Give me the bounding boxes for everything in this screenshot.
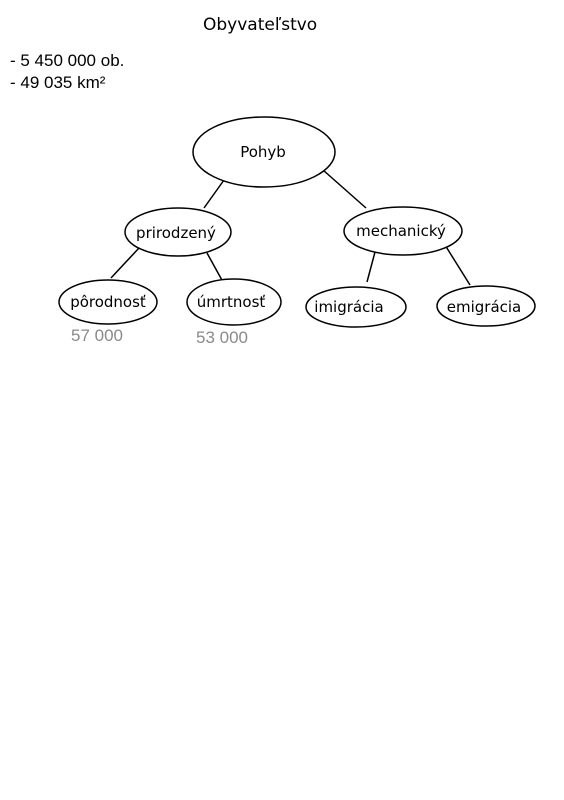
birth-rate-node bbox=[58, 279, 158, 325]
natural-label: prirodzený bbox=[136, 224, 216, 242]
connector-mechanical-immigration bbox=[366, 251, 376, 283]
area-fact: - 49 035 km² bbox=[10, 73, 106, 92]
immigration-node bbox=[305, 286, 407, 328]
connector-mechanical-emigration bbox=[444, 244, 471, 286]
node-labels: Pohyb prirodzený mechanický pôrodnosť úm… bbox=[70, 143, 521, 316]
birth-rate-label: pôrodnosť bbox=[70, 293, 146, 311]
root-label: Pohyb bbox=[240, 143, 286, 161]
facts-list: - 5 450 000 ob. - 49 035 km² bbox=[10, 50, 124, 94]
root-node bbox=[192, 116, 336, 188]
connector-root-natural bbox=[203, 179, 225, 209]
death-rate-node bbox=[186, 278, 282, 326]
connector-natural-death bbox=[206, 252, 224, 283]
death-rate-value: 53 000 bbox=[196, 328, 248, 347]
connector-lines bbox=[110, 169, 471, 286]
page-title: Obyvateľstvo bbox=[203, 15, 318, 35]
mechanical-node bbox=[343, 206, 463, 256]
node-values: 57 000 53 000 bbox=[71, 326, 248, 347]
emigration-node bbox=[436, 285, 536, 327]
emigration-label: emigrácia bbox=[447, 298, 522, 316]
connector-natural-birth bbox=[110, 247, 140, 279]
birth-rate-value: 57 000 bbox=[71, 326, 123, 345]
immigration-label: imigrácia bbox=[314, 298, 383, 316]
population-fact: - 5 450 000 ob. bbox=[10, 51, 125, 70]
death-rate-label: úmrtnosť bbox=[197, 293, 266, 311]
tree-nodes bbox=[58, 116, 536, 328]
natural-node bbox=[124, 207, 232, 257]
connector-root-mechanical bbox=[322, 169, 367, 209]
mechanical-label: mechanický bbox=[356, 222, 446, 240]
